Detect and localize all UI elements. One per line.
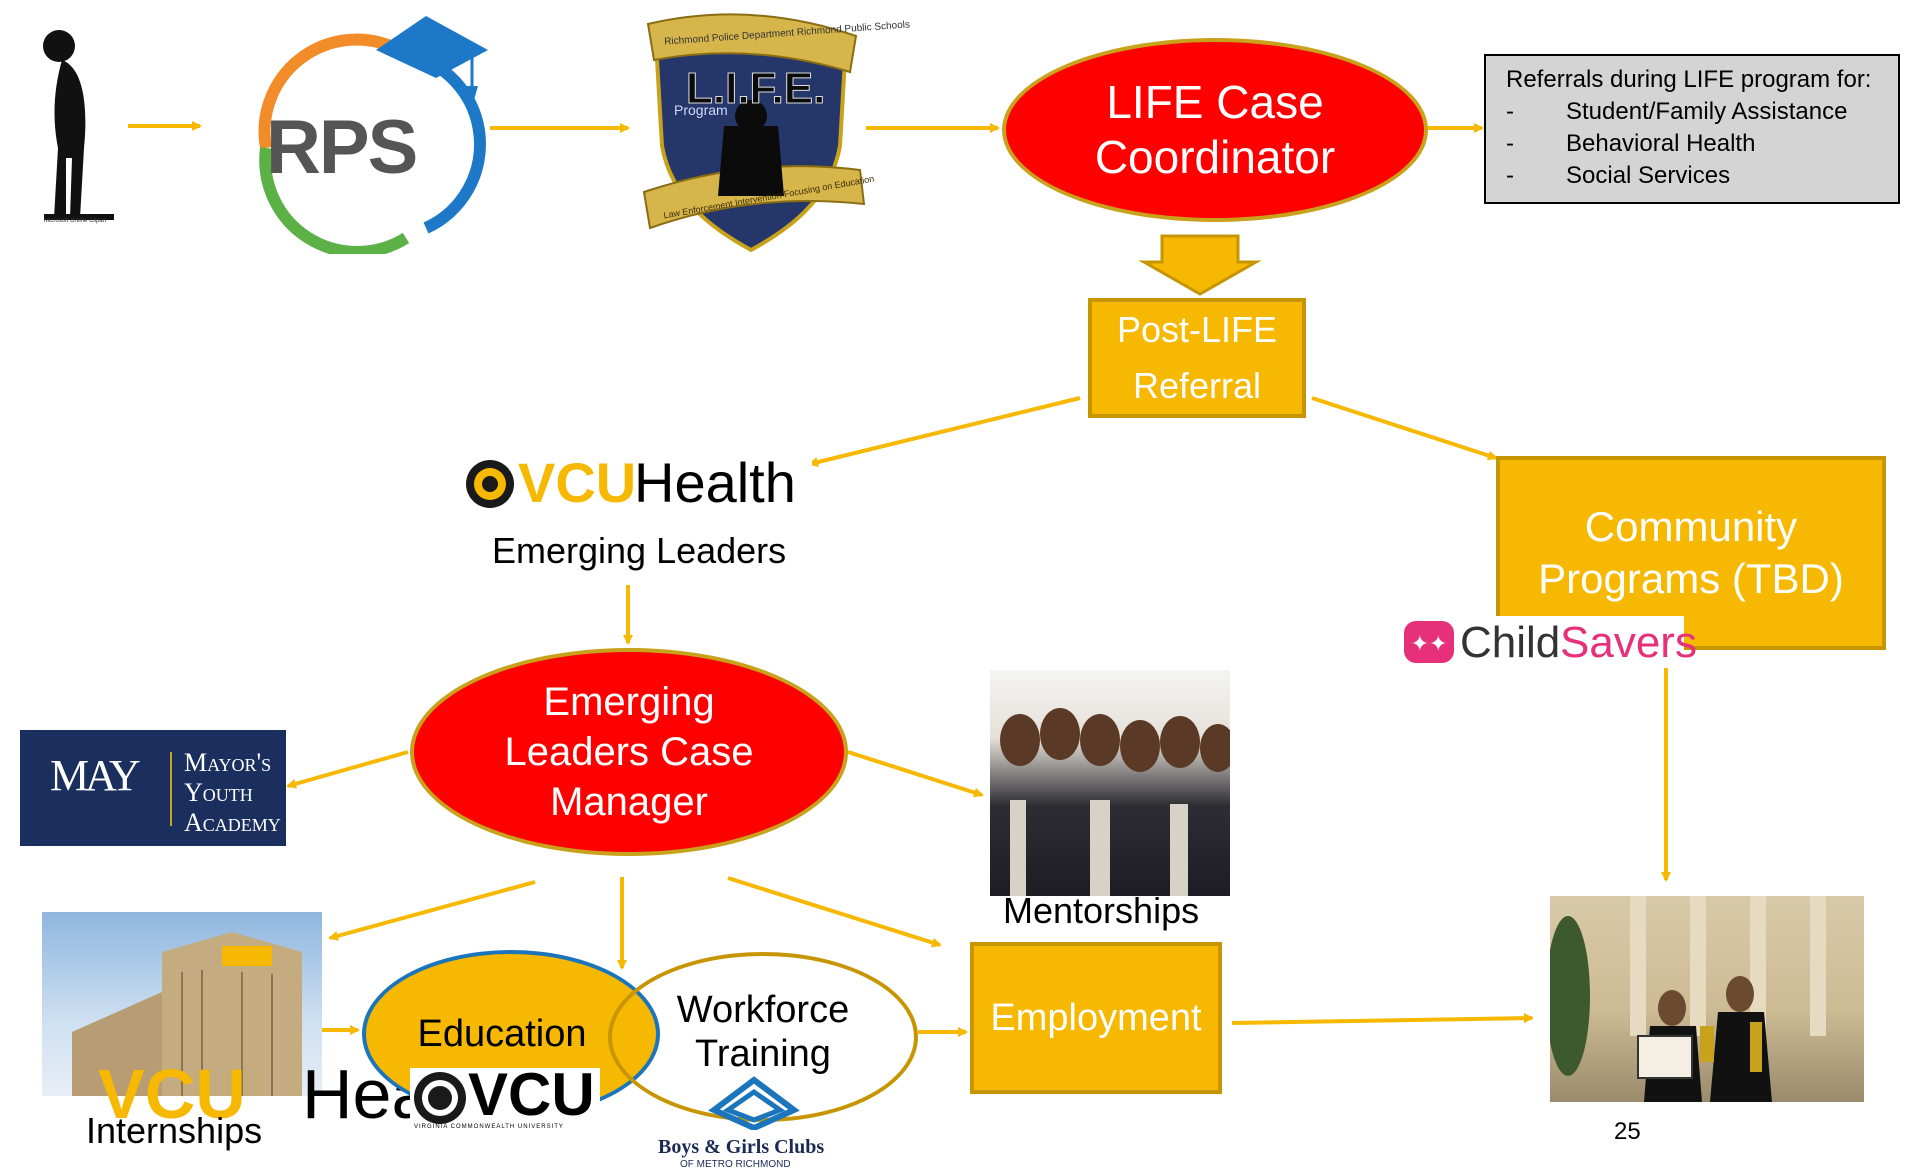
graduation-photo <box>1550 896 1864 1102</box>
community-programs-label: Community Programs (TBD) <box>1538 503 1844 602</box>
life-case-coordinator-label: LIFE Case Coordinator <box>1094 75 1336 183</box>
mayors-youth-academy-logo: MAY Mayor's Youth Academy <box>20 730 286 846</box>
arrow-employment-to-graduation <box>1231 1013 1534 1025</box>
clipart-figure: Microsoft Online Clipart <box>14 28 124 228</box>
block-down-arrow-icon <box>1138 234 1262 296</box>
life-case-coordinator-node: LIFE Case Coordinator <box>1002 38 1428 222</box>
life-badge-title: L.I.F.E. <box>685 64 826 114</box>
vcu-university-seal-icon <box>414 1072 466 1124</box>
arrow-postlife-to-community <box>1311 396 1498 461</box>
referrals-list: -Student/Family Assistance -Behavioral H… <box>1506 96 1898 192</box>
referrals-list-item: -Social Services <box>1506 162 1731 189</box>
referrals-list-item: -Student/Family Assistance <box>1506 98 1848 125</box>
post-life-referral-node: Post-LIFE Referral <box>1088 298 1306 418</box>
life-badge-subtitle: Program <box>674 102 728 118</box>
referrals-box: Referrals during LIFE program for: -Stud… <box>1484 54 1900 204</box>
mentorships-photo <box>990 670 1230 896</box>
mya-line1: Mayor's <box>184 748 272 777</box>
rps-wordmark: RPS <box>266 105 418 190</box>
arrow-manager-to-mentorships <box>847 750 984 798</box>
referrals-list-item: -Behavioral Health <box>1506 130 1756 157</box>
childsavers-logo: ✦✦ Child Savers <box>1400 616 1697 668</box>
boys-girls-clubs-logo: Boys & Girls Clubs OF METRO RICHMOND <box>650 1070 860 1169</box>
mya-divider <box>170 752 172 826</box>
mentorships-label: Mentorships <box>1003 890 1200 931</box>
svg-text:✦✦: ✦✦ <box>1411 632 1448 657</box>
boys-girls-clubs-hands-icon <box>708 1076 800 1130</box>
arrow-manager-to-employment <box>727 876 942 948</box>
bgc-line1: Boys & Girls Clubs <box>658 1136 825 1158</box>
vcu-university-logo: VCU VIRGINIA COMMONWEALTH UNIVERSITY <box>410 1061 600 1134</box>
childsavers-savers: Savers <box>1560 618 1697 667</box>
education-label: Education <box>417 1012 587 1055</box>
internships-label: Internships <box>86 1110 263 1151</box>
emerging-leaders-case-manager-label: Emerging Leaders Case Manager <box>504 680 754 824</box>
bgc-line2: OF METRO RICHMOND <box>680 1159 791 1169</box>
internships-photo <box>42 912 322 1096</box>
mya-line2: Youth <box>184 778 253 807</box>
workforce-training-label: Workforce Training <box>676 989 850 1075</box>
police-badge-icon: Richmond Police Department Richmond Publ… <box>634 6 910 254</box>
clipart-caption: Microsoft Online Clipart <box>44 218 107 224</box>
rps-logo: RPS <box>226 8 494 258</box>
arrow-postlife-to-vcuhealth <box>808 396 1081 467</box>
post-life-label-line1: Post-LIFE <box>1116 309 1278 350</box>
emerging-leaders-case-manager-node: Emerging Leaders Case Manager <box>410 648 848 856</box>
arrow-manager-to-internships <box>328 880 536 941</box>
mya-monogram: MAY <box>50 751 141 800</box>
vcu-university-subtext: VIRGINIA COMMONWEALTH UNIVERSITY <box>414 1124 564 1130</box>
employment-node: Employment <box>970 942 1222 1094</box>
vcu-health-large-vcu: VCU <box>98 1055 246 1133</box>
emerging-leaders-label: Emerging Leaders <box>492 530 787 571</box>
vcu-health-logo: VCU Health <box>462 446 812 518</box>
post-life-label-line2: Referral <box>1132 365 1262 406</box>
vcu-health-health-text: Health <box>634 451 796 514</box>
vcu-university-text: VCU <box>468 1061 595 1128</box>
sad-person-icon <box>43 30 114 220</box>
vcu-seal-icon <box>466 460 514 508</box>
arrow-manager-to-mya <box>286 750 409 789</box>
childsavers-child: Child <box>1460 618 1561 667</box>
vcu-health-vcu-text: VCU <box>518 451 637 514</box>
page-number: 25 <box>1614 1118 1641 1145</box>
workforce-training-node: Workforce Training <box>608 952 918 1122</box>
mya-line3: Academy <box>184 808 281 837</box>
employment-label: Employment <box>990 996 1202 1039</box>
graduation-cap-icon <box>376 16 488 100</box>
referrals-heading: Referrals during LIFE program for: <box>1506 66 1872 93</box>
childsavers-stars-icon: ✦✦ <box>1404 621 1454 663</box>
